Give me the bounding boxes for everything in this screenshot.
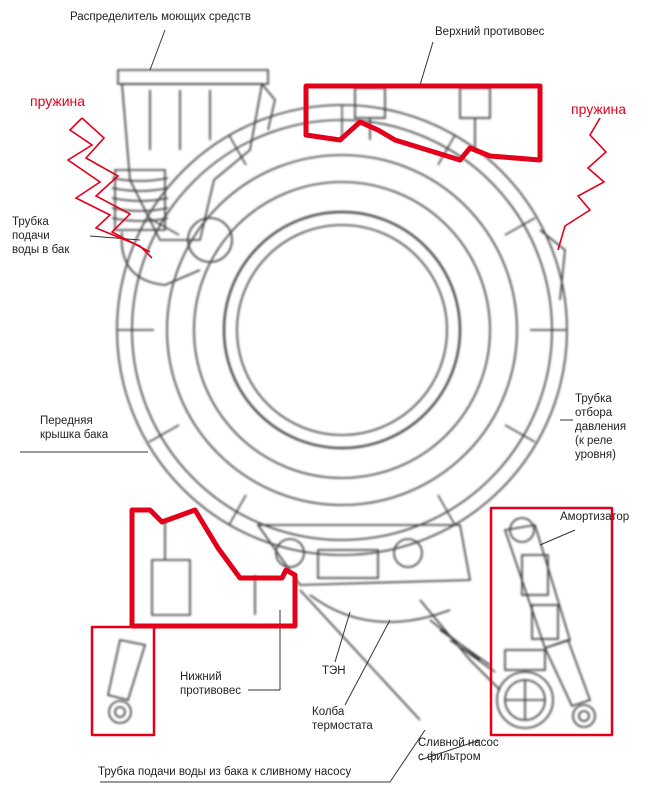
spring-right-label: пружина — [571, 101, 627, 117]
pressure-tube-label: Трубка отбора давления (к реле уровня) — [575, 393, 627, 461]
front-cover-label: Передняя крышка бака — [40, 415, 109, 441]
detergent-dispenser-label: Распределитель моющих средств — [70, 11, 251, 23]
left-spring-zigzag — [66, 117, 153, 259]
bottom-counterweight-label: Нижний противовес — [180, 671, 241, 697]
shock-absorber-label: Амортизатор — [560, 511, 630, 523]
right-spring-zigzag — [557, 117, 608, 251]
bottom-counterweight-drawing — [151, 520, 256, 616]
spring-left-label: пружина — [30, 93, 86, 109]
heater-label: ТЭН — [322, 665, 346, 677]
right-shock-absorber-drawing — [503, 517, 596, 728]
tub-bottom-frame — [256, 524, 471, 586]
tub-ribs — [118, 105, 566, 526]
spring-zigzags — [66, 117, 608, 259]
leader-lines — [20, 29, 576, 783]
right-spring-mount — [539, 229, 566, 301]
tub-outer-ring — [116, 104, 568, 556]
left-shock-absorber-highlight — [90, 625, 156, 737]
tub-ring-3 — [166, 154, 518, 506]
drain-tube-label: Трубка подачи воды из бака к сливному на… — [98, 766, 352, 778]
door-opening-inner — [236, 224, 448, 436]
inlet-tube-drawing — [111, 169, 233, 286]
red-highlights — [90, 83, 614, 737]
bottom-counterweight-highlight — [129, 507, 298, 629]
drain-pump-drawing — [496, 649, 554, 729]
door-opening-outer — [222, 210, 462, 450]
top-counterweight-drawing — [354, 87, 491, 148]
tub-ring-2 — [131, 119, 553, 541]
detergent-dispenser-drawing — [117, 69, 276, 241]
left-spring-zigzag-2 — [81, 117, 151, 253]
top-counterweight-label: Верхний противовес — [435, 26, 545, 38]
right-shock-absorber-highlight — [489, 506, 614, 737]
thermostat-label: Колба термостата — [312, 706, 373, 732]
tub-ring-4 — [193, 181, 491, 479]
top-counterweight-highlight — [303, 83, 543, 163]
left-shock-absorber-drawing — [107, 639, 147, 724]
inlet-tube-label: Трубка подачи воды в бак — [12, 216, 70, 256]
heater-and-pipes — [299, 589, 501, 721]
drain-pump-label: Сливной насос с фильтром — [418, 737, 499, 763]
